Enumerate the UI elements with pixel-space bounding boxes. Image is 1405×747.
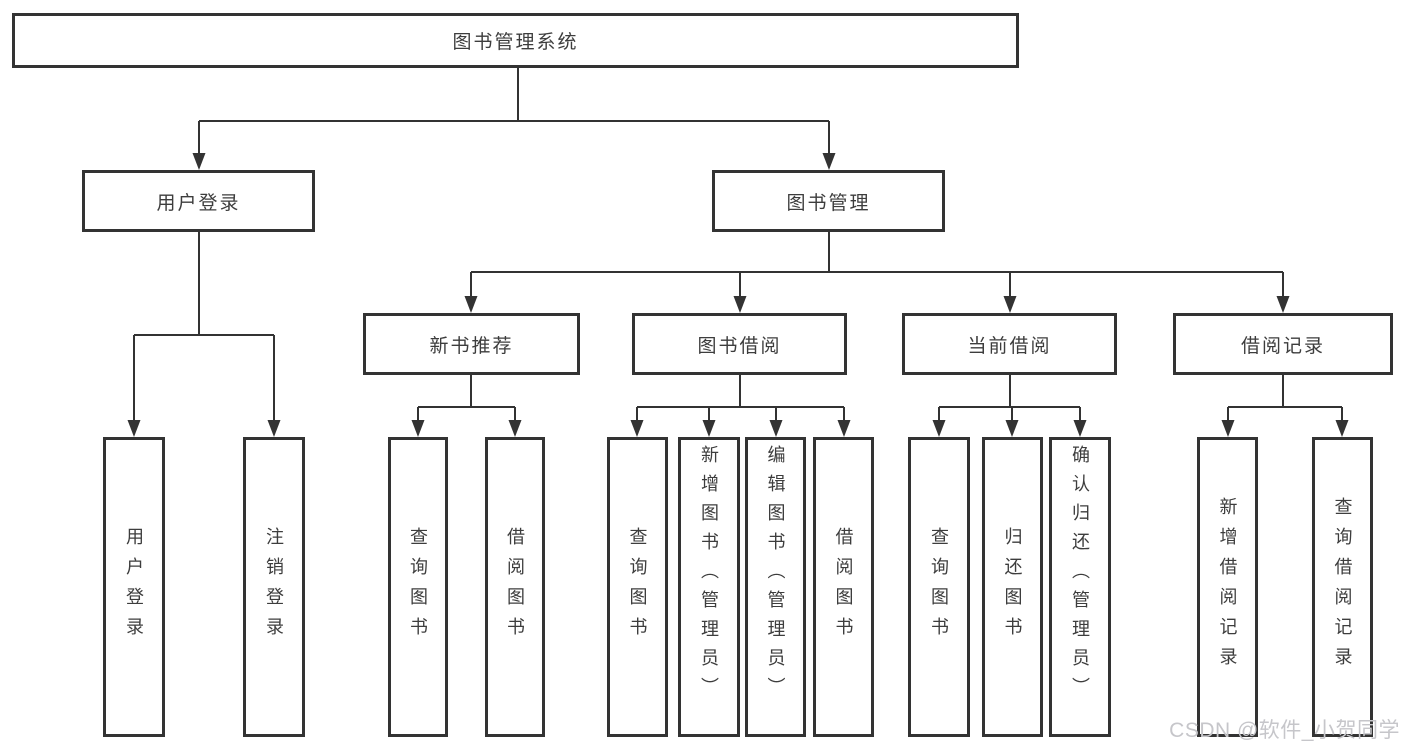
node-library-management-system: 图书管理系统: [12, 13, 1019, 68]
node-label: 当前借阅: [967, 335, 1052, 357]
leaf-borrowing-borrow-books: 借阅图书: [813, 437, 874, 737]
leaf-records-add-borrow-record: 新增借阅记录: [1197, 437, 1258, 737]
node-label: 注销登录: [264, 527, 284, 647]
node-label: 借阅记录: [1240, 335, 1325, 357]
leaf-logout-login: 注销登录: [243, 437, 305, 737]
node-label: 查询图书: [408, 527, 428, 647]
node-label: 确认归还（管理员）: [1070, 445, 1090, 706]
node-label: 新书推荐: [429, 335, 514, 357]
node-label: 图书管理系统: [452, 32, 579, 53]
node-user-login: 用户登录: [82, 170, 315, 232]
node-label: 查询图书: [627, 527, 648, 647]
node-label: 图书借阅: [697, 335, 782, 357]
node-label: 归还图书: [1002, 527, 1023, 647]
leaf-borrowing-add-books-admin: 新增图书（管理员）: [678, 437, 740, 737]
node-label: 用户登录: [156, 192, 241, 214]
arrowhead-icons: [127, 153, 1349, 437]
leaf-borrowing-edit-books-admin: 编辑图书（管理员）: [745, 437, 806, 737]
node-label: 新增借阅记录: [1217, 497, 1238, 677]
node-label: 图书管理: [786, 192, 871, 214]
node-label: 查询借阅记录: [1332, 497, 1353, 677]
leaf-recommend-query-books: 查询图书: [388, 437, 448, 737]
leaf-recommend-borrow-books: 借阅图书: [485, 437, 545, 737]
node-label: 借阅图书: [833, 527, 854, 647]
watermark: CSDN @软件_小贺同学: [1169, 719, 1400, 742]
node-label: 编辑图书（管理员）: [765, 445, 786, 706]
leaf-user-login: 用户登录: [103, 437, 165, 737]
leaf-borrowing-query-books: 查询图书: [607, 437, 668, 737]
leaf-current-confirm-return-admin: 确认归还（管理员）: [1049, 437, 1111, 737]
node-label: 查询图书: [929, 527, 949, 647]
node-book-borrowing: 图书借阅: [632, 313, 847, 375]
node-new-book-recommendation: 新书推荐: [363, 313, 580, 375]
node-current-borrowing: 当前借阅: [902, 313, 1117, 375]
node-label: 新增图书（管理员）: [699, 445, 719, 706]
leaf-current-return-books: 归还图书: [982, 437, 1043, 737]
leaf-records-query-borrow-record: 查询借阅记录: [1312, 437, 1373, 737]
leaf-current-query-books: 查询图书: [908, 437, 970, 737]
node-label: 借阅图书: [505, 527, 525, 647]
node-borrowing-records: 借阅记录: [1173, 313, 1393, 375]
node-book-management: 图书管理: [712, 170, 945, 232]
node-label: 用户登录: [124, 527, 144, 647]
